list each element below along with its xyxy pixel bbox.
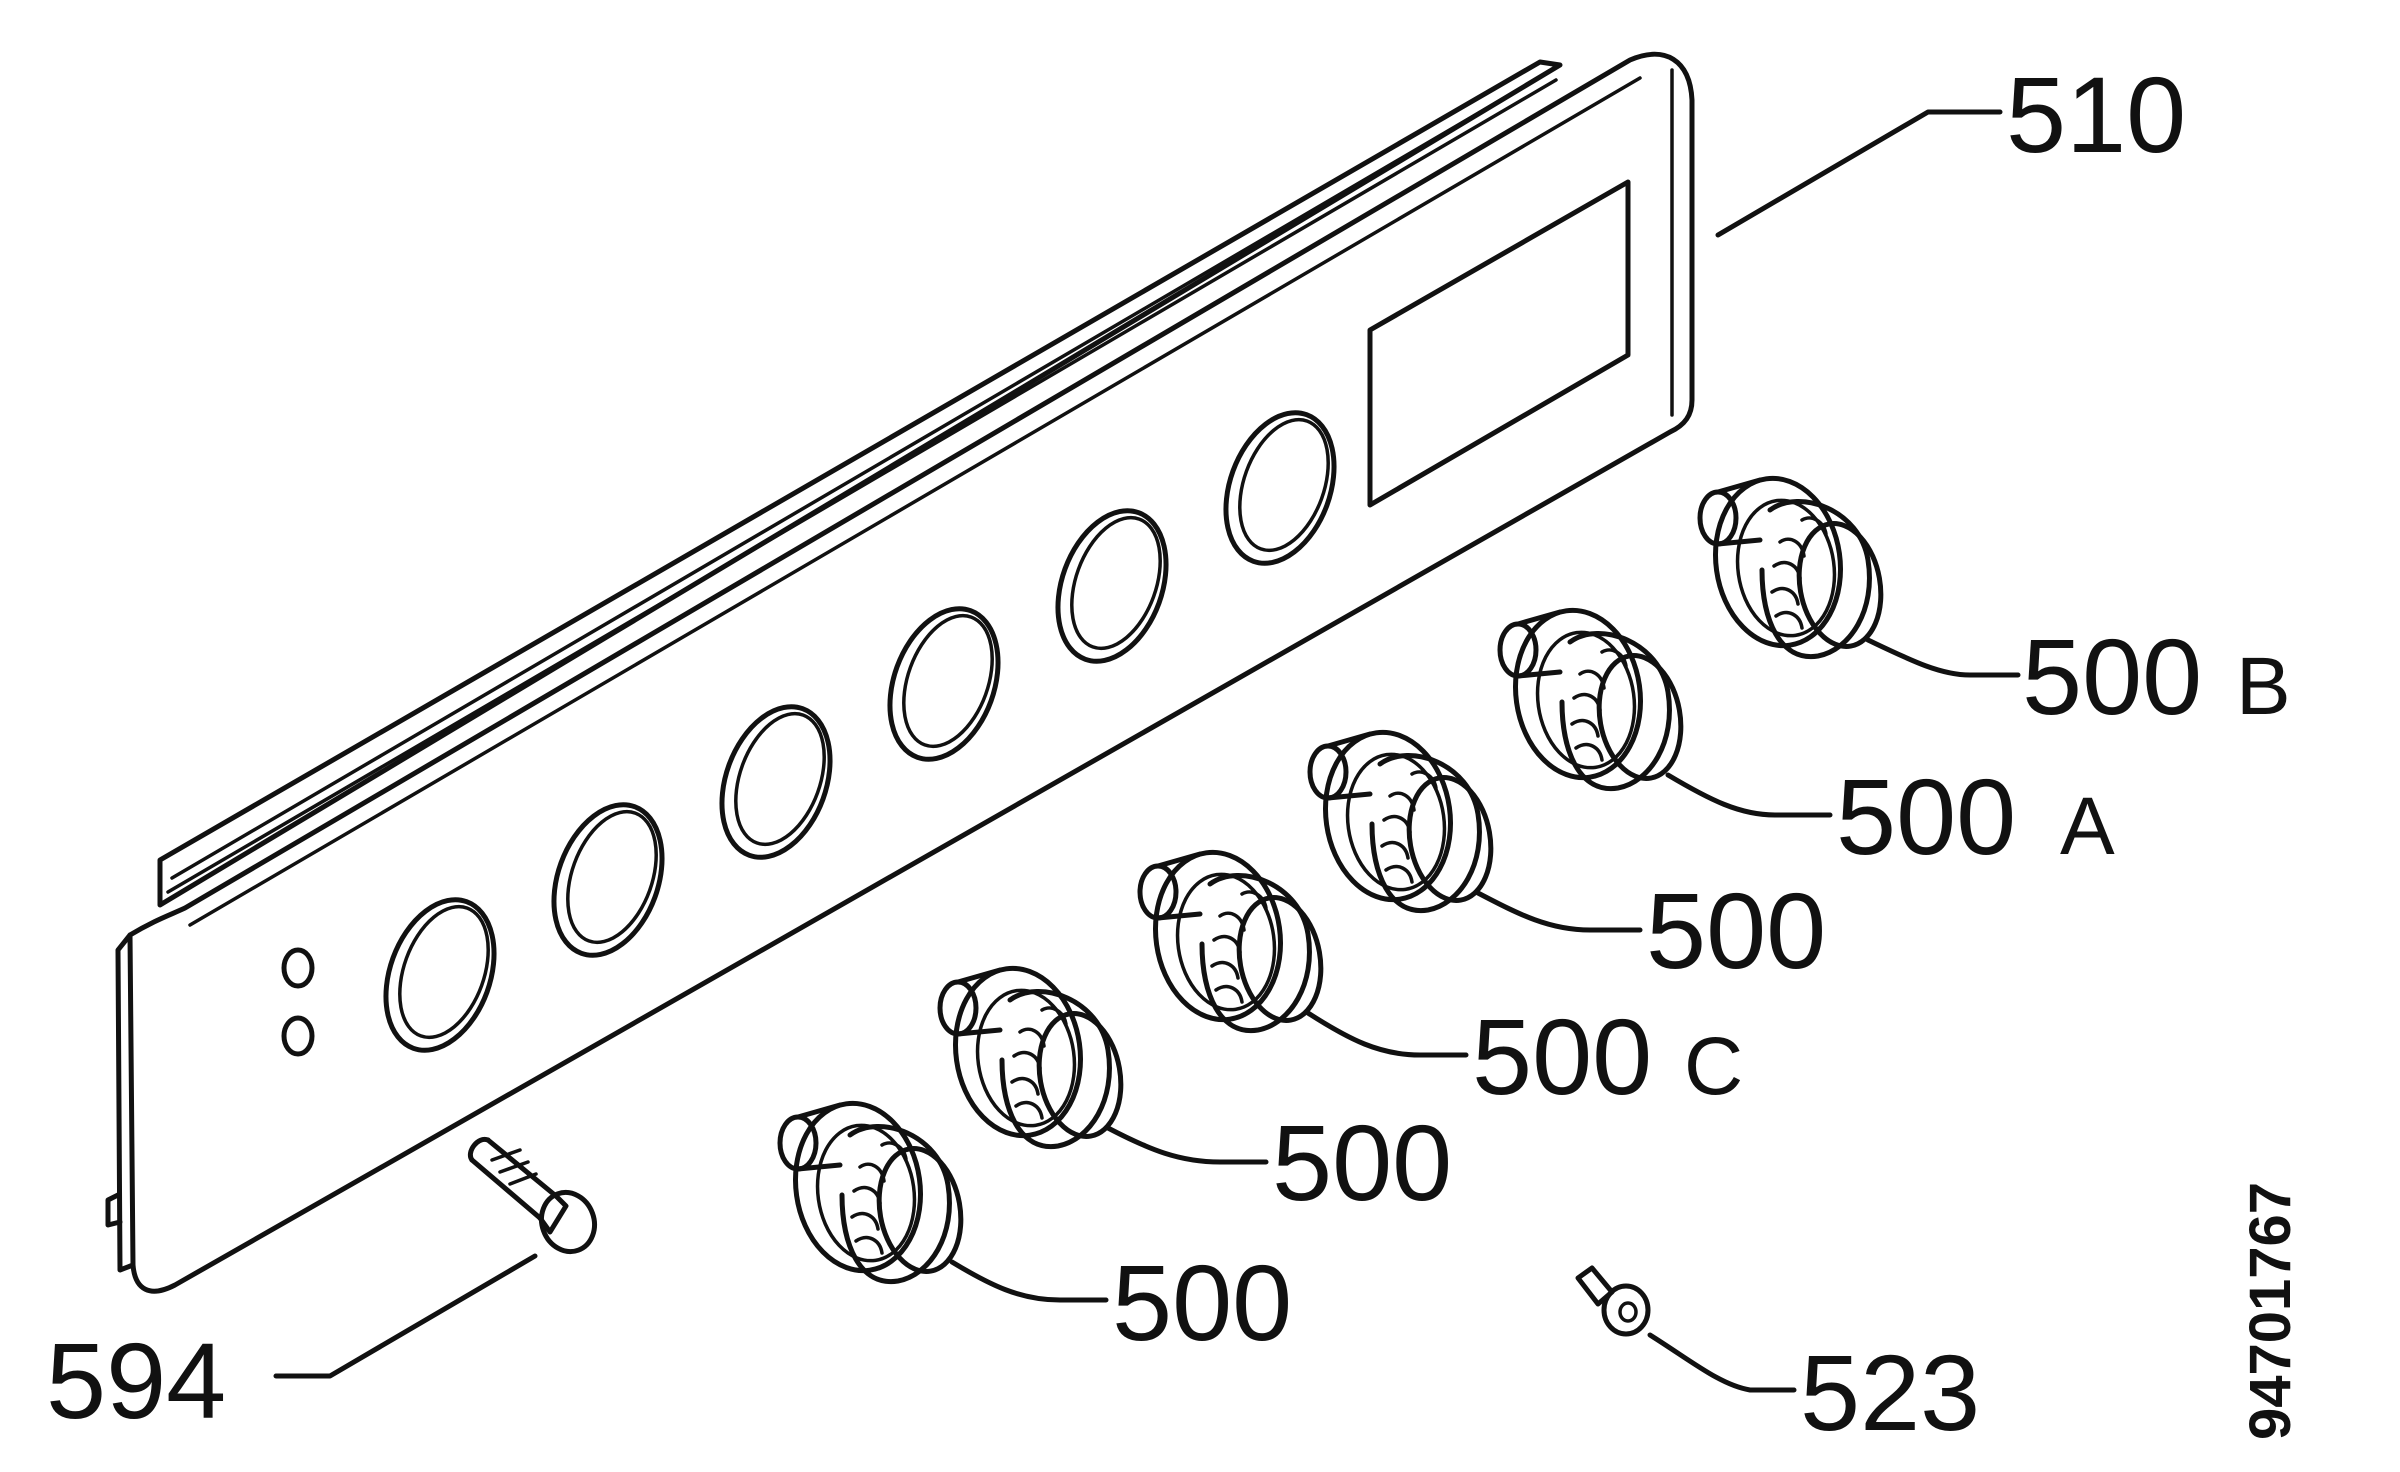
label-500-c-suffix: C (1684, 1021, 1743, 1112)
knob-500-6 (780, 1095, 970, 1281)
label-510: 510 (2006, 54, 2186, 175)
knob-500-b (1700, 470, 1890, 656)
label-500-a: 500 (1836, 756, 2016, 877)
knob-holes (383, 410, 1337, 1053)
knob-500-3 (1310, 724, 1500, 910)
label-594: 594 (46, 1320, 226, 1441)
label-500-a-suffix: A (2060, 781, 2115, 872)
pin-part (468, 1136, 597, 1255)
label-500-5: 500 (1272, 1102, 1452, 1223)
clip-part (1575, 1265, 1651, 1337)
knob-500-a (1500, 602, 1690, 788)
label-500-3: 500 (1646, 870, 1826, 991)
knob-500-5 (940, 960, 1130, 1146)
label-500-6: 500 (1112, 1242, 1292, 1363)
document-number: 94701767 (2238, 1182, 2303, 1440)
label-523: 523 (1800, 1332, 1980, 1453)
control-panel (105, 51, 1695, 1294)
leader-lines (273, 109, 2021, 1393)
part-labels: 510 500 B 500 A 500 500 C 500 500 594 52… (46, 54, 2303, 1453)
label-500-b-suffix: B (2236, 641, 2291, 732)
label-500-c: 500 (1472, 996, 1652, 1117)
label-500-b: 500 (2022, 616, 2202, 737)
knob-500-c (1140, 844, 1330, 1030)
